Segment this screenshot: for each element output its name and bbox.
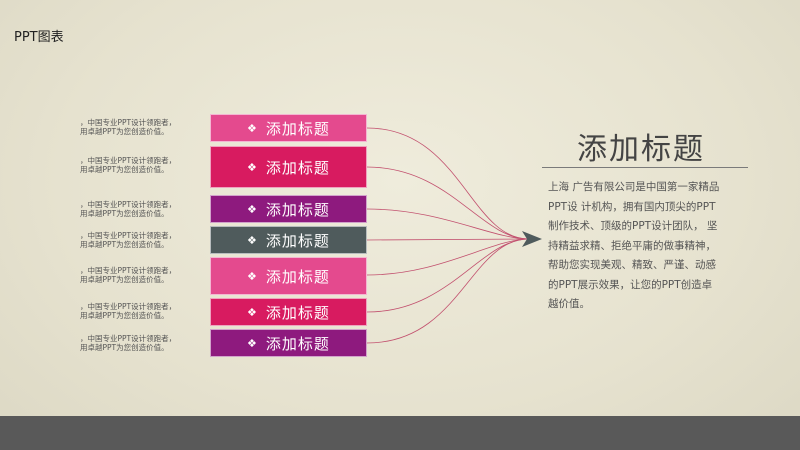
connector-line-5 bbox=[366, 238, 529, 276]
diamond-bullet-icon: ❖ bbox=[247, 121, 258, 135]
item-description-line: 用卓越PPT为您创造价值。 bbox=[80, 209, 169, 218]
title-bar-label: 添加标题 bbox=[265, 158, 330, 177]
item-description-line: 用卓越PPT为您创造价值。 bbox=[80, 311, 169, 320]
title-bar[interactable]: ❖ 添加标题 bbox=[210, 329, 367, 357]
footer-band bbox=[0, 416, 800, 450]
item-description: ，中国专业PPT设计领跑者， 用卓越PPT为您创造价值。 bbox=[80, 118, 215, 136]
connector-line-6 bbox=[366, 238, 529, 313]
item-description-line: 用卓越PPT为您创造价值。 bbox=[80, 127, 169, 136]
body-text-line: 持精益求精、拒绝平庸的做事精神， bbox=[548, 239, 716, 252]
item-description-line: ，中国专业PPT设计领跑者， bbox=[80, 118, 177, 127]
title-bar[interactable]: ❖ 添加标题 bbox=[210, 146, 367, 188]
arrow-head-icon bbox=[522, 231, 542, 247]
item-description-line: 用卓越PPT为您创造价值。 bbox=[80, 240, 169, 249]
title-bar[interactable]: ❖ 添加标题 bbox=[210, 257, 367, 295]
title-bar[interactable]: ❖ 添加标题 bbox=[210, 298, 367, 326]
body-text-line: PPT设 计机构，拥有国内顶尖的PPT bbox=[548, 200, 716, 213]
item-description: ，中国专业PPT设计领跑者， 用卓越PPT为您创造价值。 bbox=[80, 200, 215, 218]
item-description-line: 用卓越PPT为您创造价值。 bbox=[80, 343, 169, 352]
item-description-line: 用卓越PPT为您创造价值。 bbox=[80, 165, 169, 174]
title-bar-label: 添加标题 bbox=[265, 231, 330, 250]
item-description-line: ，中国专业PPT设计领跑者， bbox=[80, 302, 177, 311]
item-description: ，中国专业PPT设计领跑者， 用卓越PPT为您创造价值。 bbox=[80, 334, 215, 352]
body-text: 上海 广告有限公司是中国第一家精品 PPT设 计机构，拥有国内顶尖的PPT 制作… bbox=[548, 178, 758, 315]
item-description: ，中国专业PPT设计领跑者， 用卓越PPT为您创造价值。 bbox=[80, 266, 215, 284]
item-description: ，中国专业PPT设计领跑者， 用卓越PPT为您创造价值。 bbox=[80, 156, 215, 174]
connector-line-1 bbox=[366, 127, 529, 240]
title-bar[interactable]: ❖ 添加标题 bbox=[210, 226, 367, 254]
body-text-line: 越价值。 bbox=[548, 298, 590, 310]
diamond-bullet-icon: ❖ bbox=[247, 305, 258, 319]
diamond-bullet-icon: ❖ bbox=[247, 233, 258, 247]
title-bar[interactable]: ❖ 添加标题 bbox=[210, 114, 367, 142]
title-divider bbox=[542, 167, 748, 168]
diamond-bullet-icon: ❖ bbox=[247, 336, 258, 350]
item-description-line: 用卓越PPT为您创造价值。 bbox=[80, 275, 169, 284]
connector-line-4 bbox=[366, 238, 529, 241]
body-text-line: 上海 广告有限公司是中国第一家精品 bbox=[548, 181, 720, 193]
item-description-line: ，中国专业PPT设计领跑者， bbox=[80, 156, 177, 165]
item-description-line: ，中国专业PPT设计领跑者， bbox=[80, 266, 177, 275]
body-text-line: 的PPT展示效果，让您的PPT创造卓 bbox=[548, 278, 713, 291]
title-bar[interactable]: ❖ 添加标题 bbox=[210, 195, 367, 223]
connector-line-7 bbox=[366, 238, 529, 344]
title-bar-label: 添加标题 bbox=[265, 303, 330, 322]
diamond-bullet-icon: ❖ bbox=[247, 269, 258, 283]
title-bar-label: 添加标题 bbox=[265, 334, 330, 353]
diamond-bullet-icon: ❖ bbox=[247, 202, 258, 216]
item-description: ，中国专业PPT设计领跑者， 用卓越PPT为您创造价值。 bbox=[80, 231, 215, 249]
title-bar-label: 添加标题 bbox=[265, 119, 330, 138]
item-description-line: ，中国专业PPT设计领跑者， bbox=[80, 200, 177, 209]
connector-line-3 bbox=[366, 208, 529, 240]
title-bar-label: 添加标题 bbox=[265, 267, 330, 286]
item-description-line: ，中国专业PPT设计领跑者， bbox=[80, 334, 177, 343]
body-text-line: 制作技术、顶级的PPT设计团队， 坚 bbox=[548, 220, 718, 232]
item-description-line: ，中国专业PPT设计领跑者， bbox=[80, 231, 177, 240]
body-text-line: 帮助您实现美观、精致、严谨、动感 bbox=[548, 259, 716, 271]
item-description: ，中国专业PPT设计领跑者， 用卓越PPT为您创造价值。 bbox=[80, 302, 215, 320]
title-bar-label: 添加标题 bbox=[265, 200, 330, 219]
slide-header-title: PPT图表 bbox=[14, 30, 64, 45]
connector-line-2 bbox=[366, 166, 529, 240]
main-title: 添加标题 bbox=[577, 132, 705, 167]
diamond-bullet-icon: ❖ bbox=[247, 160, 258, 174]
